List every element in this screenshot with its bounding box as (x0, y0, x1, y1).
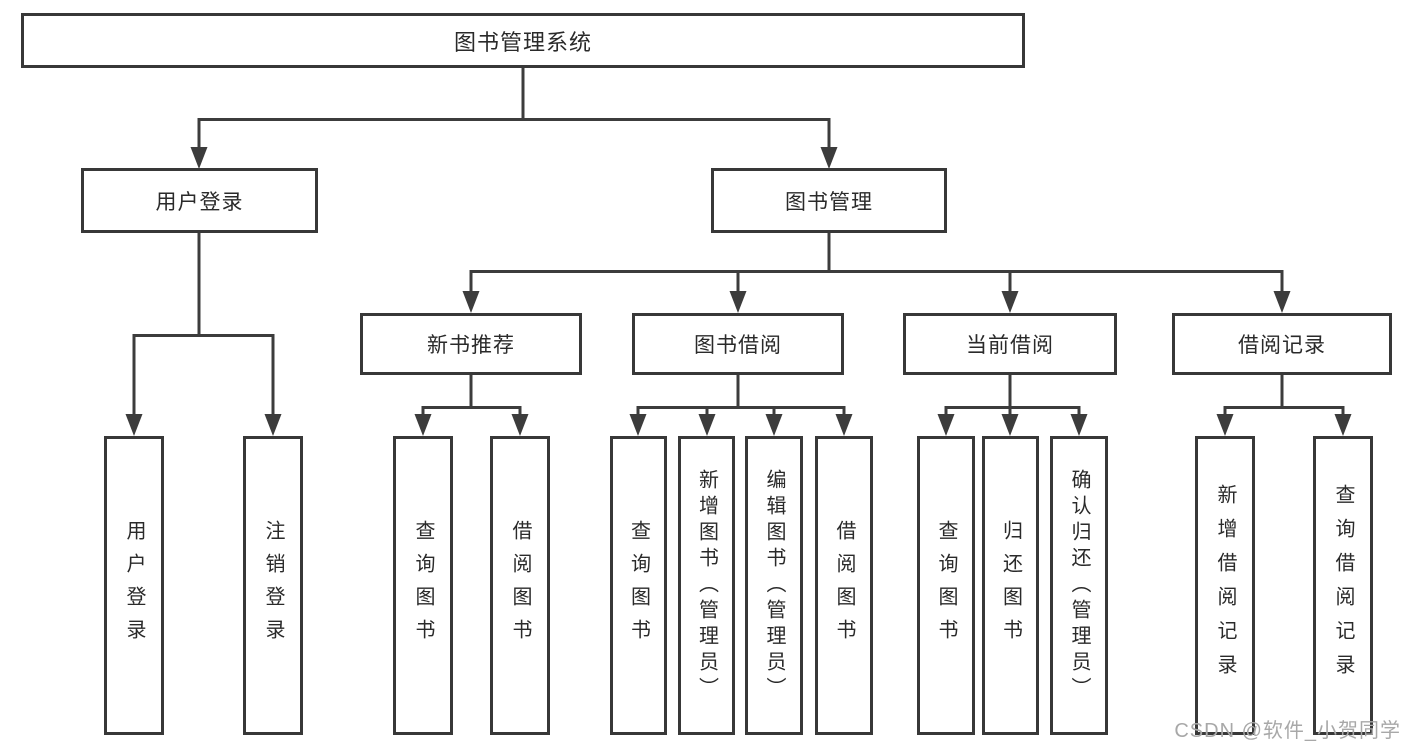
node-borrow-records: 借阅记录 (1172, 313, 1392, 375)
node-current-borrow: 当前借阅 (903, 313, 1117, 375)
leaf-query-books-3: 查询图书 (917, 436, 975, 735)
node-label: 编辑图书（管理员） (763, 468, 785, 703)
connector-new-book-recommend-subtree (421, 375, 522, 409)
leaf-add-borrow-record: 新增借阅记录 (1195, 436, 1255, 735)
leaf-query-books-1: 查询图书 (393, 436, 453, 735)
leaf-query-books-2: 查询图书 (610, 436, 667, 735)
node-label: 图书管理 (785, 190, 873, 214)
node-label: 图书管理系统 (453, 29, 592, 55)
leaf-user-login: 用户登录 (104, 436, 164, 735)
node-label: 注销登录 (262, 519, 284, 652)
csdn-watermark: CSDN @软件_小贺同学 (1174, 720, 1401, 742)
node-label: 新增图书（管理员） (695, 468, 718, 703)
leaf-return-books: 归还图书 (982, 436, 1039, 735)
connector-user-login-subtree (132, 233, 275, 337)
connector-borrow-records-subtree (1223, 375, 1345, 409)
node-label: 查询图书 (412, 519, 434, 652)
node-label: 用户登录 (155, 190, 244, 214)
leaf-add-book-admin: 新增图书（管理员） (678, 436, 735, 735)
leaf-confirm-return-admin: 确认归还（管理员） (1050, 436, 1108, 735)
node-label: 新书推荐 (427, 334, 515, 357)
node-label: 借阅图书 (833, 519, 855, 652)
leaf-edit-book-admin: 编辑图书（管理员） (745, 436, 803, 735)
node-label: 查询借阅记录 (1332, 483, 1354, 688)
arrowheads-group (125, 119, 1352, 436)
node-book-management: 图书管理 (711, 168, 947, 233)
connector-current-borrow-subtree (944, 375, 1081, 409)
node-label: 查询图书 (935, 519, 957, 652)
node-new-book-recommend: 新书推荐 (360, 313, 582, 375)
node-label: 新增借阅记录 (1214, 483, 1236, 688)
node-label: 图书借阅 (694, 334, 782, 357)
connector-book-management-to-level3 (469, 233, 1284, 273)
leaf-borrow-books-2: 借阅图书 (815, 436, 873, 735)
connector-root-to-level2 (197, 68, 831, 121)
node-label: 当前借阅 (966, 334, 1054, 357)
node-book-borrow: 图书借阅 (632, 313, 844, 375)
node-user-login: 用户登录 (81, 168, 318, 233)
connector-book-borrow-subtree (636, 375, 846, 409)
node-label: 借阅记录 (1238, 334, 1326, 357)
leaf-query-borrow-record: 查询借阅记录 (1313, 436, 1373, 735)
node-label: 用户登录 (123, 519, 145, 652)
node-label: 确认归还（管理员） (1068, 468, 1090, 703)
node-library-system-root: 图书管理系统 (21, 13, 1025, 68)
node-label: 借阅图书 (509, 519, 531, 652)
node-label: 查询图书 (627, 519, 650, 652)
leaf-logout: 注销登录 (243, 436, 303, 735)
leaf-borrow-books-1: 借阅图书 (490, 436, 550, 735)
node-label: 归还图书 (999, 519, 1022, 652)
